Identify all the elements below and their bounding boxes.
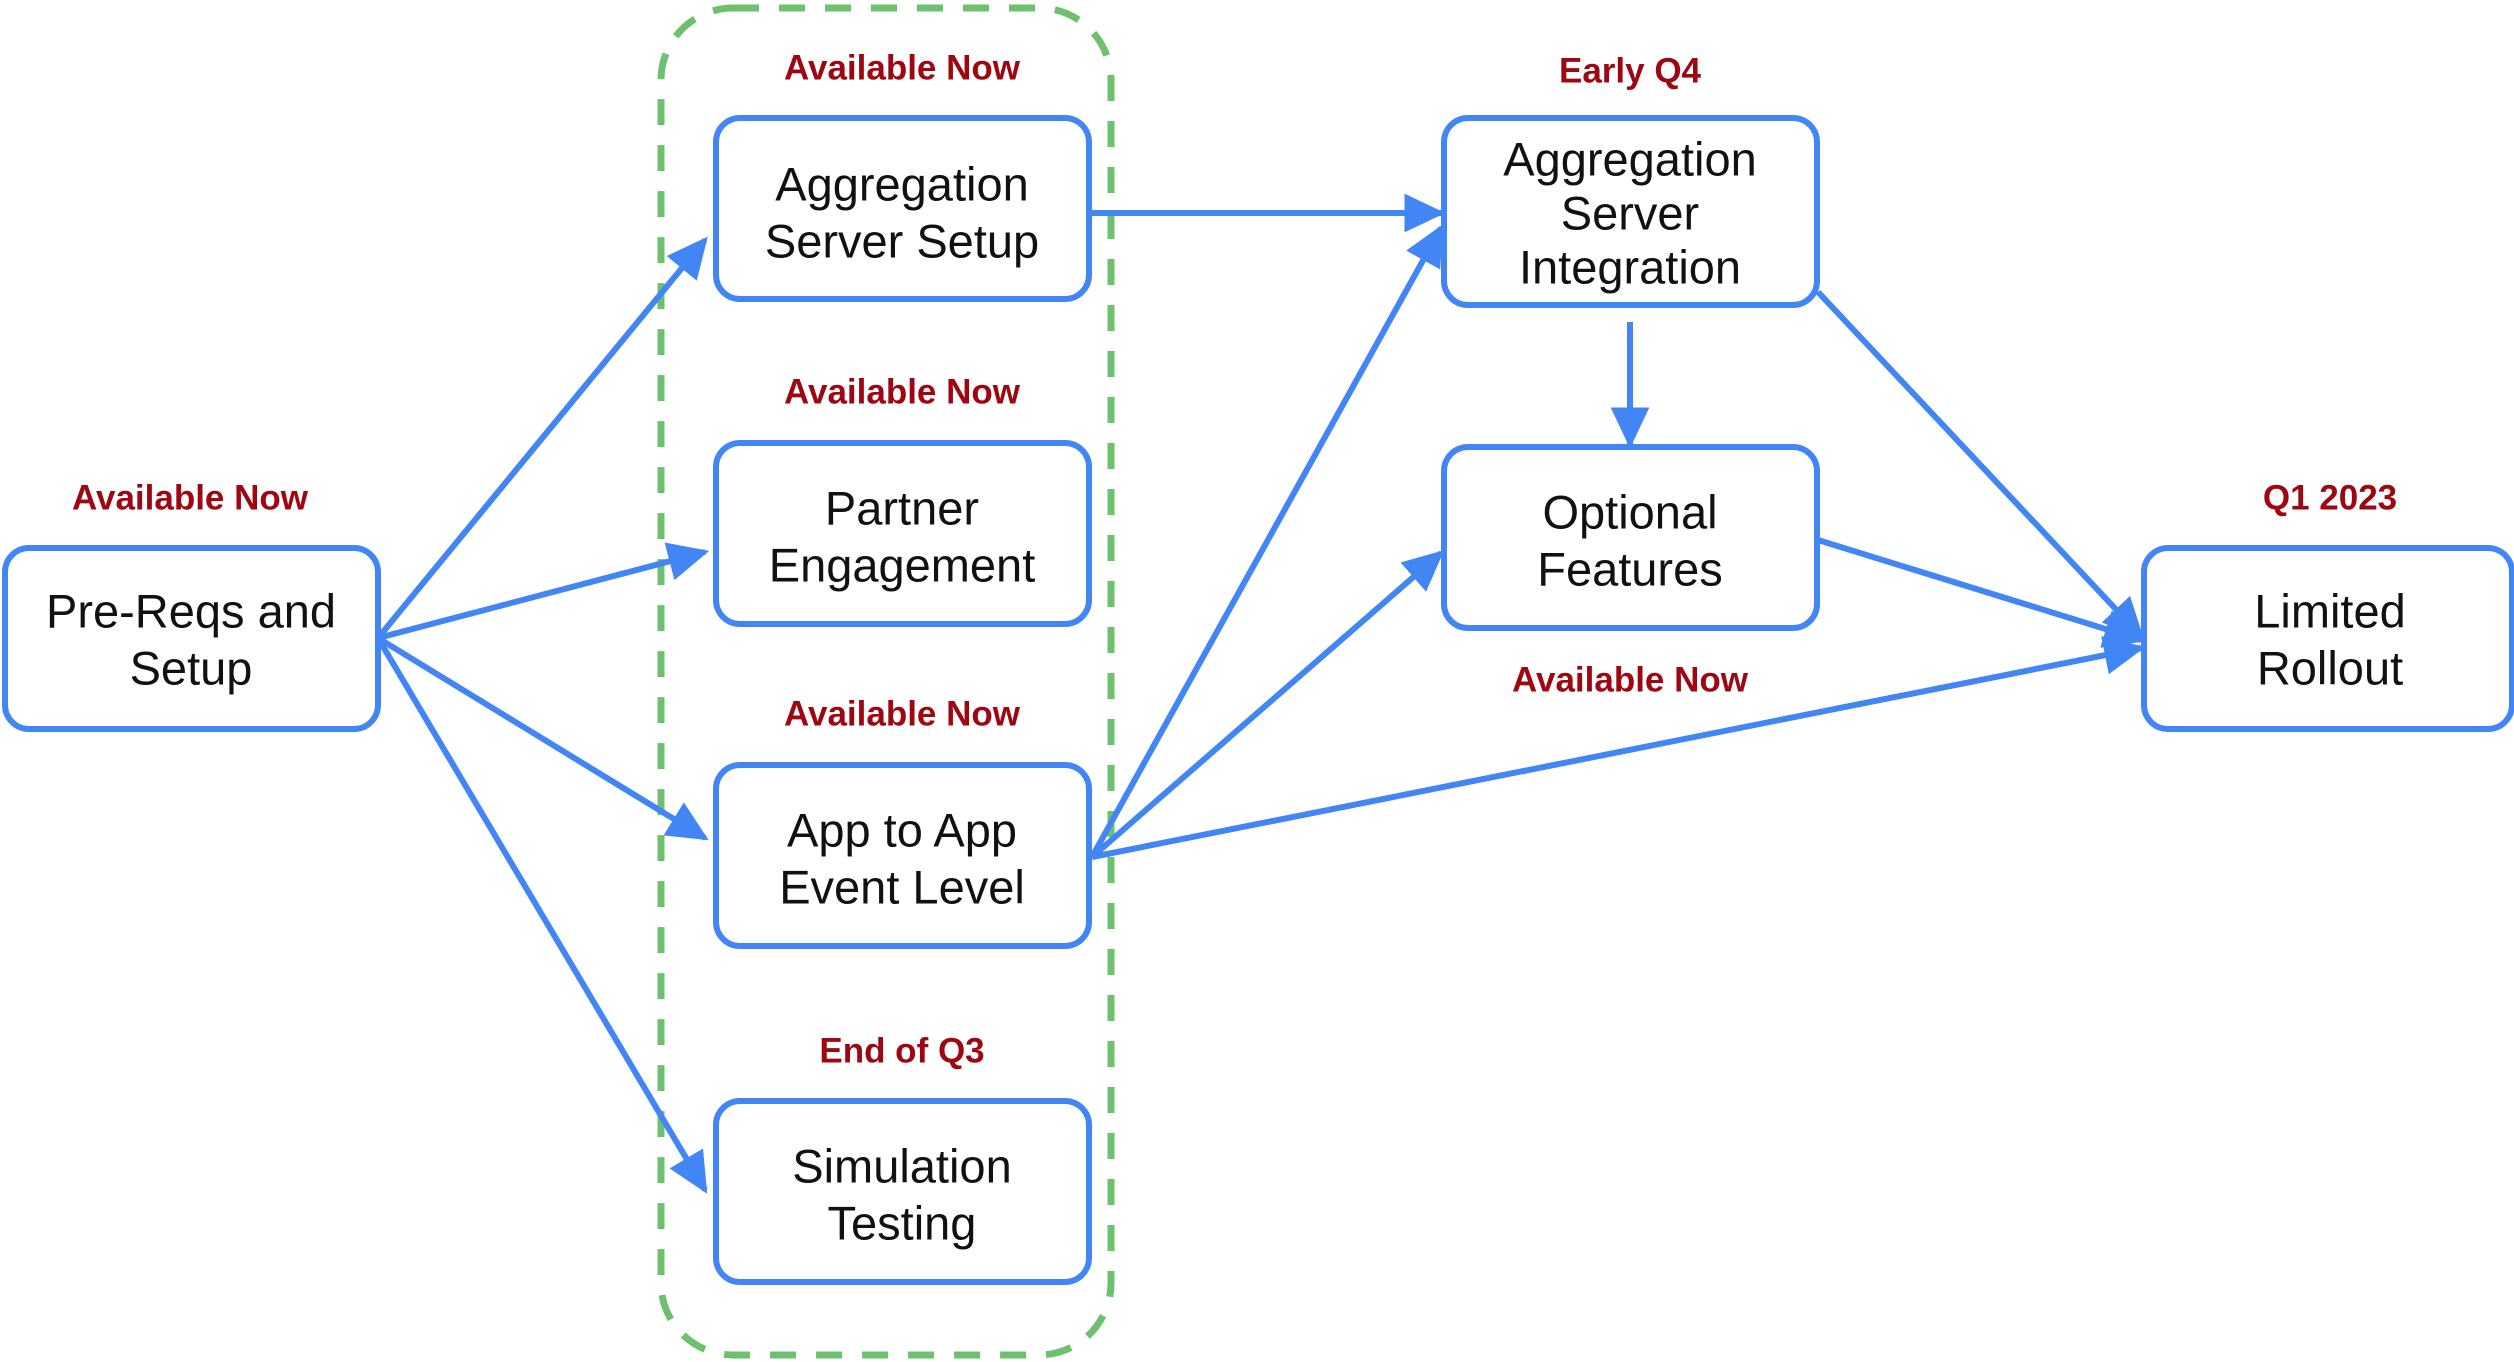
phase-label-optional-features: Available Now — [1512, 660, 1749, 699]
node-label-aggregation-server-integration-line3: Integration — [1519, 240, 1741, 293]
node-label-limited-rollout-line2: Rollout — [2257, 641, 2403, 694]
node-label-pre-reqs-and-setup-line1: Pre-Reqs and — [46, 584, 336, 637]
phase-label-aggregation-server-setup: Available Now — [784, 48, 1021, 87]
node-app-to-app-event-level[interactable]: Available Now App to App Event Level — [713, 694, 1092, 949]
node-box-partner-engagement[interactable] — [713, 440, 1092, 627]
node-box-limited-rollout[interactable] — [2141, 545, 2514, 732]
edge-optional-features-to-limited-rollout — [1817, 537, 2146, 648]
phase-label-limited-rollout: Q1 2023 — [2263, 478, 2397, 517]
node-label-partner-engagement-line2: Engagement — [769, 538, 1036, 591]
node-simulation-testing[interactable]: End of Q3 Simulation Testing — [713, 1031, 1092, 1285]
node-optional-features[interactable]: Optional Features Available Now — [1441, 444, 1820, 699]
node-label-limited-rollout-line1: Limited — [2254, 584, 2406, 637]
node-label-pre-reqs-and-setup-line2: Setup — [130, 641, 253, 694]
node-label-app-to-app-event-level-line1: App to App — [787, 803, 1017, 856]
node-label-simulation-testing-line2: Testing — [828, 1196, 977, 1249]
node-box-app-to-app-event-level[interactable] — [713, 762, 1092, 949]
node-box-optional-features[interactable] — [1441, 444, 1820, 631]
node-box-aggregation-server-integration[interactable] — [1441, 115, 1820, 308]
node-aggregation-server-setup[interactable]: Available Now Aggregation Server Setup — [713, 48, 1092, 302]
edge-app-to-app-to-aggregation-integration — [1089, 224, 1444, 859]
node-label-aggregation-server-setup-line2: Server Setup — [765, 214, 1039, 267]
node-partner-engagement[interactable]: Available Now Partner Engagement — [713, 372, 1092, 627]
phase-label-pre-reqs-and-setup: Available Now — [72, 478, 309, 517]
available-now-group-container — [657, 4, 1115, 1359]
phase-label-partner-engagement: Available Now — [784, 372, 1021, 411]
phase-label-aggregation-server-integration: Early Q4 — [1559, 51, 1702, 90]
node-label-aggregation-server-setup-line1: Aggregation — [775, 157, 1028, 210]
node-label-optional-features-line1: Optional — [1542, 485, 1717, 538]
node-box-aggregation-server-setup[interactable] — [713, 115, 1092, 302]
node-limited-rollout[interactable]: Q1 2023 Limited Rollout — [2141, 478, 2514, 732]
edge-aggregation-integration-to-limited-rollout — [1815, 289, 2144, 640]
edge-pre-reqs-to-aggregation-server-setup — [375, 236, 708, 640]
edge-pre-reqs-to-partner-engagement — [377, 542, 710, 641]
node-aggregation-server-integration[interactable]: Early Q4 Aggregation Server Integration — [1441, 51, 1820, 308]
edge-layer — [375, 193, 2146, 1194]
phase-label-app-to-app-event-level: Available Now — [784, 694, 1021, 733]
phase-label-simulation-testing: End of Q3 — [819, 1031, 984, 1070]
node-label-aggregation-server-integration-line2: Server — [1561, 186, 1699, 239]
node-pre-reqs-and-setup[interactable]: Available Now Pre-Reqs and Setup — [2, 478, 381, 732]
node-label-app-to-app-event-level-line2: Event Level — [779, 860, 1025, 913]
edge-app-to-app-to-limited-rollout — [1091, 636, 2146, 860]
node-box-pre-reqs-and-setup[interactable] — [2, 545, 381, 732]
node-label-simulation-testing-line1: Simulation — [792, 1139, 1011, 1192]
edge-pre-reqs-to-simulation-testing — [375, 636, 708, 1194]
edge-pre-reqs-to-app-to-app — [376, 635, 709, 841]
node-label-aggregation-server-integration-line1: Aggregation — [1503, 132, 1756, 185]
node-label-partner-engagement-line1: Partner — [825, 481, 979, 534]
node-label-optional-features-line2: Features — [1537, 542, 1722, 595]
edge-app-to-app-to-optional-features — [1090, 550, 1445, 860]
node-box-simulation-testing[interactable] — [713, 1098, 1092, 1285]
